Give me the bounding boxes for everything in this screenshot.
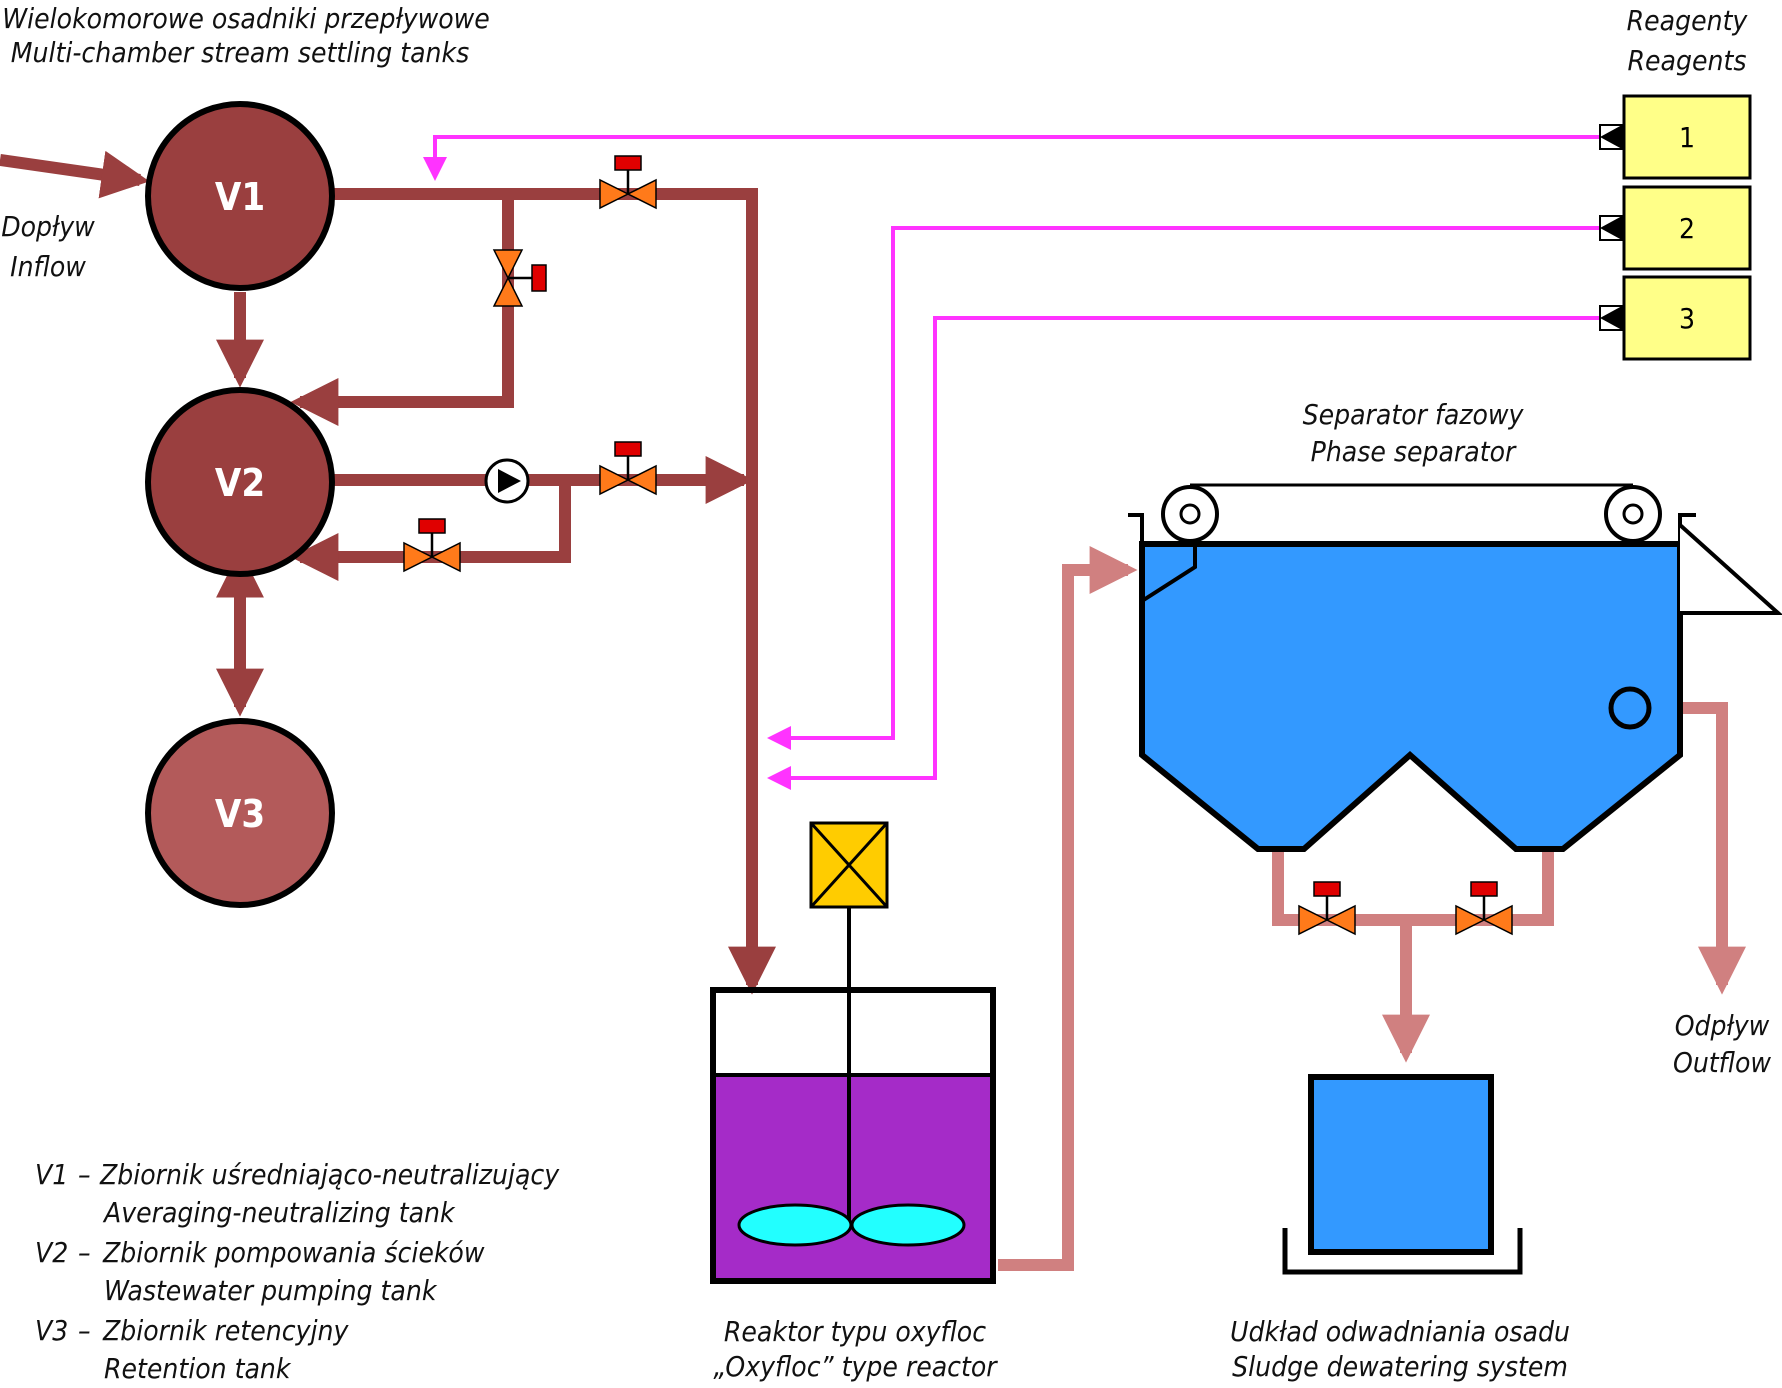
v1-outlet-pipe: [334, 188, 776, 995]
reagent-box-3[interactable]: 3: [1599, 275, 1752, 361]
separator-label-pl: Separator fazowy: [1303, 398, 1525, 431]
reagent-2-line: [767, 226, 1600, 750]
sludge-dewatering-system[interactable]: [1282, 1074, 1523, 1275]
settling-title-pl: Wielokomorowe osadniki przepływowe: [2, 2, 489, 35]
valve-sludge-left[interactable]: [1297, 880, 1357, 936]
v2-return-pipe: [290, 480, 571, 581]
reactor-label-pl: Reaktor typu oxyfloc: [724, 1315, 986, 1348]
outflow-label-pl: Odpływ: [1675, 1009, 1770, 1042]
reagent-1-line: [423, 135, 1600, 181]
inflow-label-pl: Dopływ: [1, 210, 95, 243]
main-pipes: [0, 150, 776, 995]
reagent-2-label: 2: [1679, 212, 1695, 245]
overflow-weir: [1678, 523, 1782, 615]
legend-code: V1: [35, 1158, 68, 1191]
valve-sludge-right[interactable]: [1454, 880, 1514, 936]
reagent-3-line: [767, 316, 1600, 790]
valve-v2-return[interactable]: [402, 517, 462, 573]
valve-v2-outlet[interactable]: [598, 440, 658, 496]
legend: V1 – Zbiornik uśredniająco-neutralizując…: [35, 1158, 560, 1385]
separator-label-en: Phase separator: [1311, 435, 1517, 468]
legend-code: V3: [35, 1314, 68, 1347]
reagent-1-label: 1: [1679, 121, 1695, 154]
legend-code: V2: [35, 1236, 68, 1269]
impeller-icon: [737, 1203, 966, 1247]
legend-dash: –: [78, 1158, 91, 1191]
motor-icon: [809, 821, 889, 909]
sludge-left-pipe: [1272, 848, 1554, 926]
separator-outlet: [1608, 686, 1652, 730]
tank-v1-label: V1: [215, 175, 265, 219]
legend-text-en: Wastewater pumping tank: [104, 1274, 438, 1307]
legend-dash: –: [78, 1314, 91, 1347]
v1-bypass-pipe: [290, 194, 514, 426]
skimmer-belt: [1161, 483, 1662, 545]
legend-text-pl: Zbiornik pompowania ścieków: [102, 1236, 485, 1269]
outflow-label-en: Outflow: [1673, 1046, 1771, 1079]
tank-v2-label: V2: [215, 461, 265, 505]
tank-v3-label: V3: [215, 792, 265, 836]
tank-v2[interactable]: V2: [145, 387, 335, 577]
reagent-lines: [423, 135, 1600, 790]
pump-icon[interactable]: [484, 458, 530, 504]
tank-v1[interactable]: V1: [145, 101, 335, 291]
inflow-label-en: Inflow: [10, 250, 86, 283]
oxyfloc-reactor[interactable]: [710, 821, 996, 1284]
legend-text-en: Averaging-neutralizing tank: [102, 1196, 456, 1229]
legend-item-v1: V1 – Zbiornik uśredniająco-neutralizując…: [35, 1158, 560, 1229]
legend-text-pl: Zbiornik retencyjny: [102, 1314, 349, 1347]
tank-v3[interactable]: V3: [145, 718, 335, 908]
valve-v1-main[interactable]: [598, 154, 658, 210]
reactor-label-en: „Oxyfloc” type reactor: [713, 1350, 998, 1383]
reagent-box-2[interactable]: 2: [1599, 185, 1752, 271]
reagent-box-1[interactable]: 1: [1599, 94, 1752, 180]
inflow-pipe: [0, 150, 150, 199]
legend-item-v2: V2 – Zbiornik pompowania ścieków Wastewa…: [35, 1236, 485, 1307]
legend-dash: –: [78, 1236, 91, 1269]
reagents-label-en: Reagents: [1628, 44, 1747, 77]
reagents-label-pl: Reagenty: [1627, 4, 1749, 37]
reactor-to-separator-pipe: [998, 546, 1138, 1271]
legend-item-v3: V3 – Zbiornik retencyjny Retention tank: [35, 1314, 349, 1385]
phase-separator[interactable]: [1128, 483, 1782, 852]
sludge-label-en: Sludge dewatering system: [1232, 1350, 1568, 1383]
legend-text-pl: Zbiornik uśredniająco-neutralizujący: [99, 1158, 560, 1191]
settling-title-en: Multi-chamber stream settling tanks: [11, 36, 469, 69]
valve-v1-bypass[interactable]: [492, 248, 548, 308]
sludge-label-pl: Udkład odwadniania osadu: [1230, 1315, 1570, 1348]
reagent-3-label: 3: [1679, 302, 1695, 335]
legend-text-en: Retention tank: [104, 1352, 292, 1385]
